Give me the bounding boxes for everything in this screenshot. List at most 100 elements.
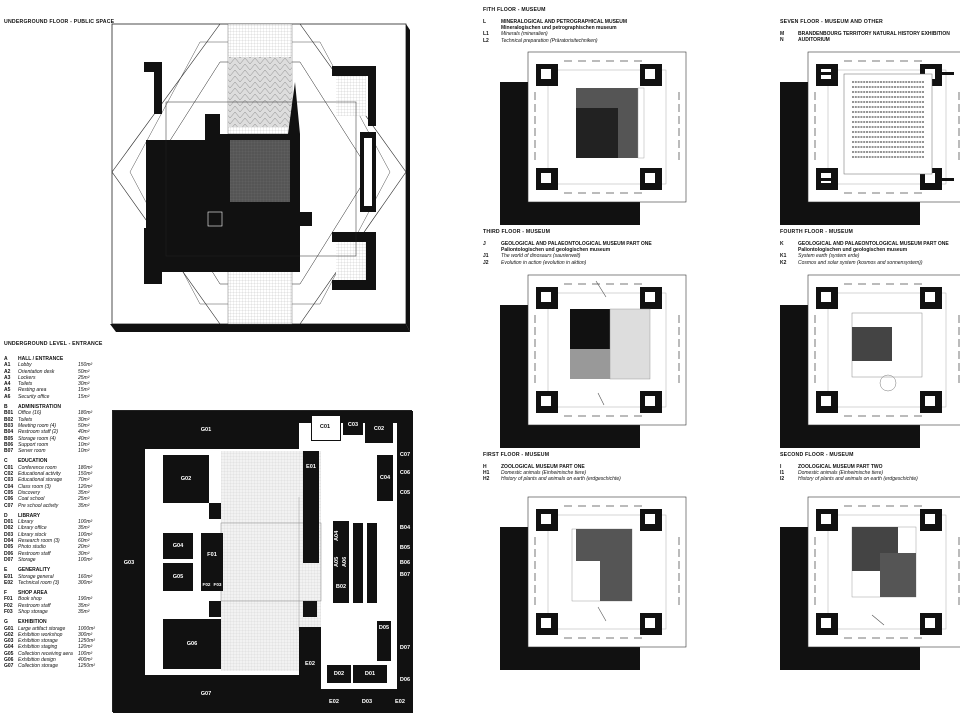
legend-code: D [4, 512, 8, 519]
legend-code: E [4, 567, 8, 574]
legend-item-code: B02 [4, 416, 14, 423]
legend-item-label: Restroom staff [18, 602, 51, 609]
legend-item-label: Collection receiving aera [18, 650, 73, 657]
legend-item-area: 70m² [78, 477, 90, 484]
label-a04: A04 [334, 530, 340, 542]
bottom-band [321, 689, 413, 713]
legend-item-code: C07 [4, 502, 14, 509]
room-g05 [163, 563, 193, 591]
legend-item-label: Exhibition staging [18, 644, 58, 651]
legend-row-text: Mineralogischen und petrographischen mus… [501, 25, 617, 32]
legend-item-label: Pre school activity [18, 502, 59, 509]
legend-row-text: Technical preparation (Präratorisitechni… [501, 37, 598, 44]
legend-item-label: Toilets [18, 381, 33, 388]
label-b02: B02 [335, 584, 347, 590]
legend-row: Paliontologischen und geologischen museu… [780, 247, 949, 253]
legend-item-area: 40m² [78, 429, 90, 436]
legend-item-label: Educational storage [18, 477, 63, 484]
legend-item-area: 35m² [78, 602, 90, 609]
legend-item-label: Conference room [18, 464, 57, 471]
legend-item-label: Library stock [18, 531, 47, 538]
legend-item-area: 150m² [78, 362, 93, 369]
label-f03: F03 [213, 581, 222, 587]
toilet-block-2 [367, 523, 377, 603]
legend-item-area: 35m² [78, 502, 90, 509]
legend-item-area: 10m² [78, 448, 90, 455]
legend-row: Paliontologischen und geologischen museu… [483, 247, 652, 253]
legend-label: EDUCATION [18, 458, 48, 465]
plan-underground-level: G01 G03 G07 G02 G04 G05 F01 F02 F03 G06 … [112, 410, 413, 713]
label-d07: D07 [399, 645, 411, 651]
legend-item-code: F01 [4, 596, 13, 603]
room-g06 [163, 619, 221, 669]
legend-row-text: Paliontologischen und geologischen museu… [798, 247, 908, 254]
title-second-floor: SECOND FLOOR - MUSEUM [780, 452, 854, 458]
legend-label: SHOP AREA [18, 590, 48, 597]
legend-row-code: J2 [483, 259, 489, 266]
legend-item-label: Exhibition storage [18, 638, 58, 645]
legend-row-code: K1 [780, 253, 787, 260]
legend-item-label: Library office [18, 525, 47, 532]
title-fifth-floor: FITH FLOOR - MUSEUM [483, 7, 546, 13]
room-e01 [303, 451, 319, 563]
legend-item-area: 160m² [78, 573, 93, 580]
legend-code: A [4, 356, 8, 362]
legend-item-label: Research room (3) [18, 538, 60, 545]
legend-item-label: Storage [18, 556, 36, 563]
legend-item-code: C04 [4, 483, 14, 490]
legend-item-area: 50m² [78, 368, 90, 375]
legend-item-c07: C07 Pre school activity 35m² [4, 503, 118, 509]
legend-item-area: 180m² [78, 464, 93, 471]
legend-item-label: Office (16) [18, 410, 42, 417]
legend-item-code: D06 [4, 550, 14, 557]
legend-item-area: 400m² [78, 657, 93, 664]
legend-row-text: ZOOLOGICAL MUSEUM PART TWO [798, 464, 883, 470]
legend-item-code: B03 [4, 422, 14, 429]
title-fourth-floor: FOURTH FLOOR - MUSEUM [780, 229, 854, 235]
title-first-floor: FIRST FLOOR - MUSEUM [483, 452, 550, 458]
plan-seventh-floor [780, 51, 960, 225]
room-g07 [113, 675, 299, 713]
room-d02 [327, 665, 351, 683]
legend-item-area: 25m² [78, 496, 90, 503]
legend-row: Mineralogischen und petrographischen mus… [483, 25, 627, 31]
legend-item-label: Orientation desk [18, 368, 55, 375]
legend-item-area: 190m² [78, 596, 93, 603]
legend-row-code: I2 [780, 476, 785, 483]
legend-group-a: A HALL / ENTRANCE [4, 356, 118, 362]
legend-item-label: Discovery [18, 489, 40, 496]
room-f03 [212, 577, 223, 591]
title-underground-level: UNDERGROUND LEVEL - ENTRANCE [4, 341, 103, 347]
legend-item-label: Restroom staff (2) [18, 429, 59, 436]
legend-label: HALL / ENTRANCE [18, 356, 64, 362]
legend-item-code: B01 [4, 410, 14, 417]
legend-code: G [4, 619, 8, 626]
legend-item-label: Educational activity [18, 471, 61, 478]
label-f01: F01 [207, 552, 217, 558]
legend-item-label: Photo studio [18, 544, 46, 551]
legend-row-code: J1 [483, 253, 489, 260]
legend-item-area: 1250m² [78, 638, 95, 645]
legend-item-code: D04 [4, 538, 14, 545]
plan-first-floor [500, 496, 687, 670]
label-e02b: E02 [329, 699, 339, 705]
